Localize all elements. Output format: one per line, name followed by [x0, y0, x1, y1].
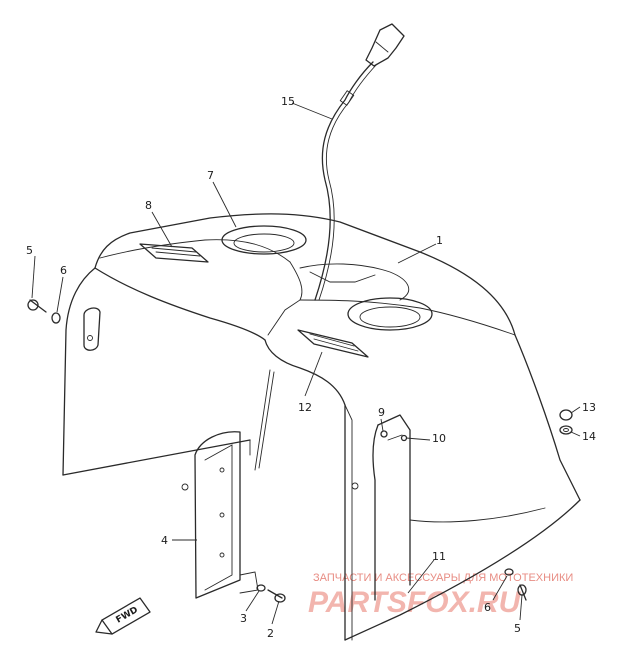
leader-lines: [31, 102, 581, 625]
grommet-9: [380, 430, 388, 438]
screw-5-left: [27, 299, 47, 313]
callout-5-left: 5: [26, 244, 33, 257]
watermark-logo: PARTSFOX.RU: [308, 586, 522, 619]
callout-7: 7: [207, 169, 214, 182]
callout-10: 10: [432, 432, 446, 445]
fwd-label: FWD: [115, 605, 140, 625]
label-plate-8: [139, 243, 209, 263]
clip-10: [400, 434, 408, 442]
washer-3: [256, 584, 266, 592]
callout-11: 11: [432, 550, 446, 563]
callout-6-right: 6: [484, 601, 491, 614]
callout-15: 15: [281, 95, 295, 108]
callout-8: 8: [145, 199, 152, 212]
washer-6-left: [51, 312, 61, 324]
callout-13: 13: [582, 401, 596, 414]
bracket-4: [181, 431, 259, 599]
callout-9: 9: [378, 406, 385, 419]
callout-12: 12: [298, 401, 312, 414]
washer-14: [559, 425, 573, 435]
fwd-arrow: FWD: [95, 597, 151, 635]
callout-3: 3: [240, 612, 247, 625]
callout-2: 2: [267, 627, 274, 640]
label-plate-12: [297, 329, 369, 358]
cover-body: [62, 213, 581, 641]
washer-6-right: [504, 568, 514, 576]
callout-5-right: 5: [514, 622, 521, 635]
choke-cable: [314, 23, 405, 301]
callout-6-left: 6: [60, 264, 67, 277]
callout-4: 4: [161, 534, 168, 547]
callout-14: 14: [582, 430, 596, 443]
screw-2: [267, 589, 286, 603]
nut-13: [559, 409, 573, 421]
callout-1: 1: [436, 234, 443, 247]
